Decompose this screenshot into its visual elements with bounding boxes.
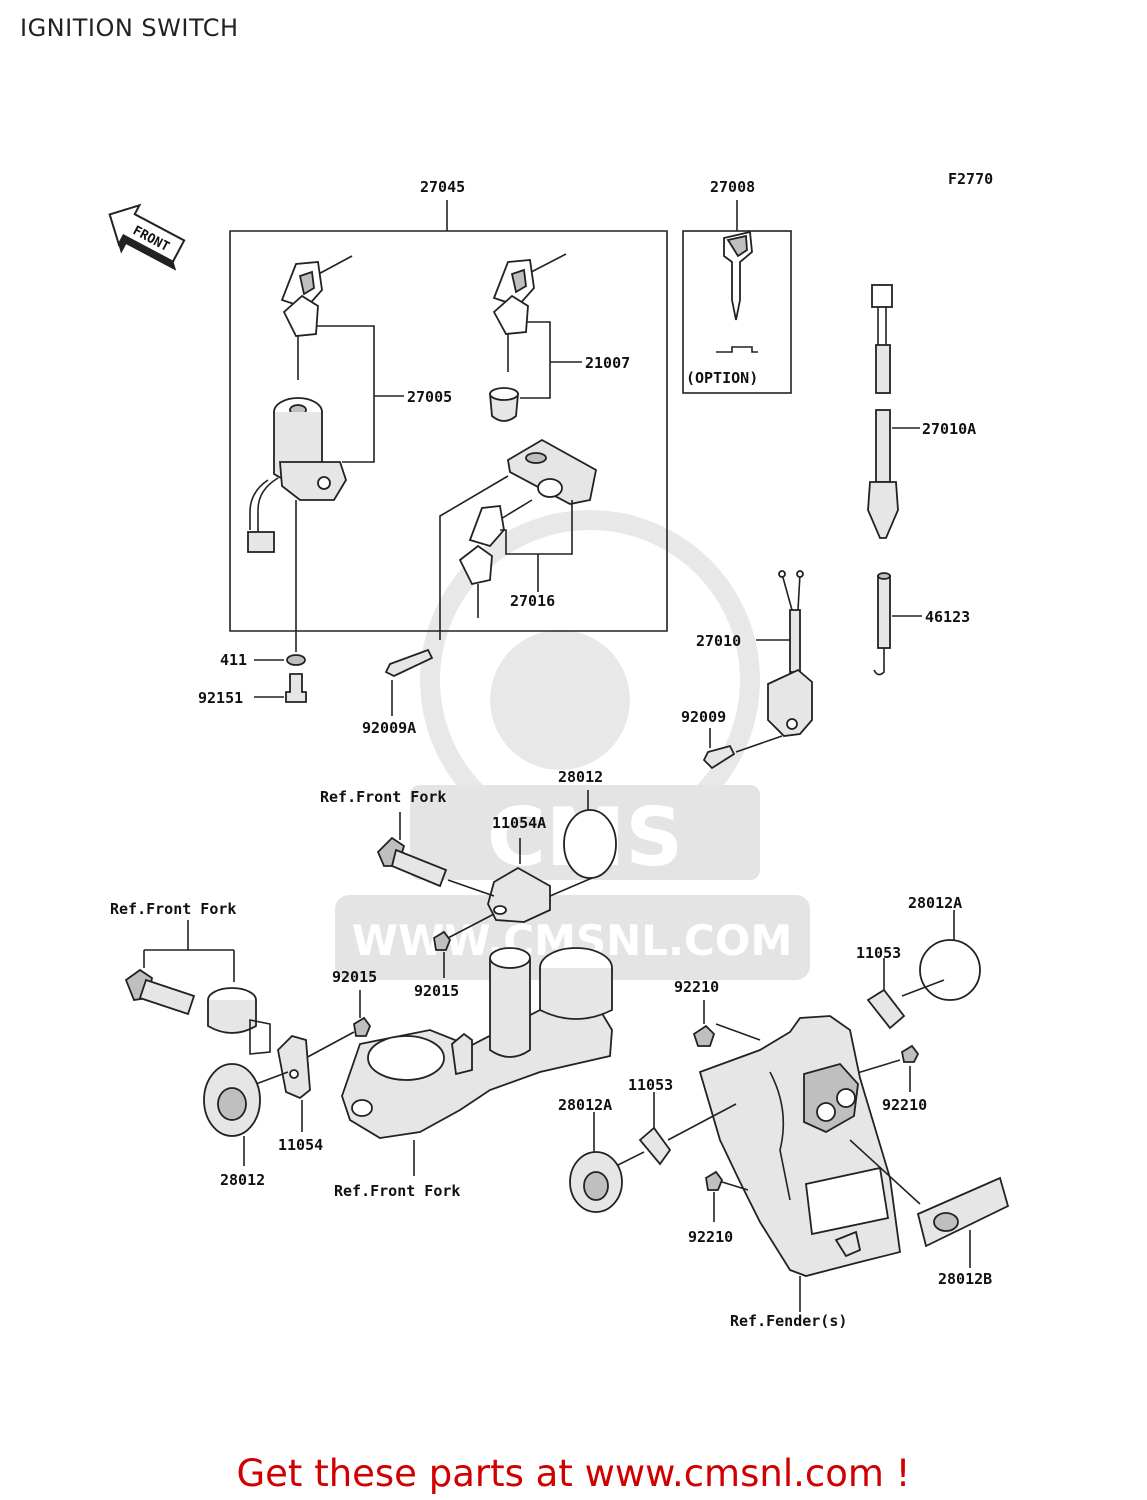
label-92210-c: 92210 bbox=[688, 1228, 733, 1246]
label-27010A: 27010A bbox=[922, 420, 976, 438]
reflector-28012A-mid bbox=[569, 1112, 623, 1213]
clip-11053-upper bbox=[866, 958, 906, 1030]
footer-cta-link[interactable]: Get these parts at www.cmsnl.com ! bbox=[236, 1452, 911, 1495]
option-box-27008 bbox=[682, 200, 792, 394]
fender bbox=[698, 1015, 901, 1312]
label-11053-b: 11053 bbox=[628, 1076, 673, 1094]
reflector-28012A-top bbox=[901, 910, 981, 1001]
nut-92210-lower bbox=[705, 1170, 749, 1222]
label-92210-b: 92210 bbox=[882, 1096, 927, 1114]
cmsnl-watermark: CMS WWW.CMSNL.COM bbox=[335, 510, 810, 980]
label-27008: 27008 bbox=[710, 178, 755, 196]
page-title: IGNITION SWITCH bbox=[20, 14, 239, 42]
label-28012A-top: 28012A bbox=[908, 894, 962, 912]
label-411: 411 bbox=[220, 651, 247, 669]
nut-92210-right bbox=[853, 1044, 920, 1092]
seat-lock-27016 bbox=[439, 438, 598, 640]
exploded-parts-diagram: CMS WWW.CMSNL.COM FRONT F2770 27045 2700… bbox=[108, 170, 1010, 1330]
label-27010: 27010 bbox=[696, 632, 741, 650]
label-92015-a: 92015 bbox=[332, 968, 377, 986]
spring-46123 bbox=[873, 572, 922, 676]
screw-92009 bbox=[702, 728, 783, 770]
nut-92015-center bbox=[433, 913, 495, 978]
label-11054: 11054 bbox=[278, 1136, 323, 1154]
bolt-front-fork-top bbox=[376, 812, 448, 888]
bracket-11054A bbox=[447, 838, 593, 923]
label-27016: 27016 bbox=[510, 592, 555, 610]
screw-92009A bbox=[384, 648, 434, 716]
label-ref-fender: Ref.Fender(s) bbox=[730, 1312, 847, 1330]
bracket-11054 bbox=[255, 1034, 311, 1132]
key-set-21007 bbox=[489, 253, 582, 422]
label-28012A-mid: 28012A bbox=[558, 1096, 612, 1114]
ignition-key-left bbox=[280, 255, 353, 380]
label-46123: 46123 bbox=[925, 608, 970, 626]
label-27005: 27005 bbox=[407, 388, 452, 406]
nut-92015-left bbox=[301, 990, 372, 1061]
switch-27010A bbox=[867, 284, 920, 539]
label-28012B: 28012B bbox=[938, 1270, 992, 1288]
label-92210-a: 92210 bbox=[674, 978, 719, 996]
ignition-switch-body bbox=[247, 397, 347, 553]
label-option: (OPTION) bbox=[686, 369, 758, 387]
figure-code: F2770 bbox=[948, 170, 993, 188]
bolt-front-fork-left bbox=[124, 920, 271, 1055]
label-28012-top: 28012 bbox=[558, 768, 603, 786]
fork-bridge bbox=[341, 947, 613, 1176]
bracket-27005 bbox=[316, 325, 404, 463]
label-21007: 21007 bbox=[585, 354, 630, 372]
label-11054A: 11054A bbox=[492, 814, 546, 832]
label-ref-front-fork-1: Ref.Front Fork bbox=[320, 788, 446, 806]
label-11053-a: 11053 bbox=[856, 944, 901, 962]
front-direction-arrow: FRONT bbox=[108, 203, 186, 271]
label-28012-bottom: 28012 bbox=[220, 1171, 265, 1189]
set-27045-bracket bbox=[229, 200, 668, 632]
switch-27010 bbox=[756, 570, 813, 737]
label-92009: 92009 bbox=[681, 708, 726, 726]
reflector-28012-top bbox=[563, 790, 617, 879]
nut-92210-upper-left bbox=[692, 1000, 761, 1047]
label-92009A: 92009A bbox=[362, 719, 416, 737]
label-ref-front-fork-3: Ref.Front Fork bbox=[334, 1182, 460, 1200]
label-ref-front-fork-2: Ref.Front Fork bbox=[110, 900, 236, 918]
reflector-28012-bottom bbox=[203, 1063, 261, 1166]
label-27045: 27045 bbox=[420, 178, 465, 196]
label-92015-b: 92015 bbox=[414, 982, 459, 1000]
washer-and-screw-left bbox=[254, 500, 307, 703]
reflector-28012B bbox=[849, 1139, 1010, 1268]
label-92151: 92151 bbox=[198, 689, 243, 707]
